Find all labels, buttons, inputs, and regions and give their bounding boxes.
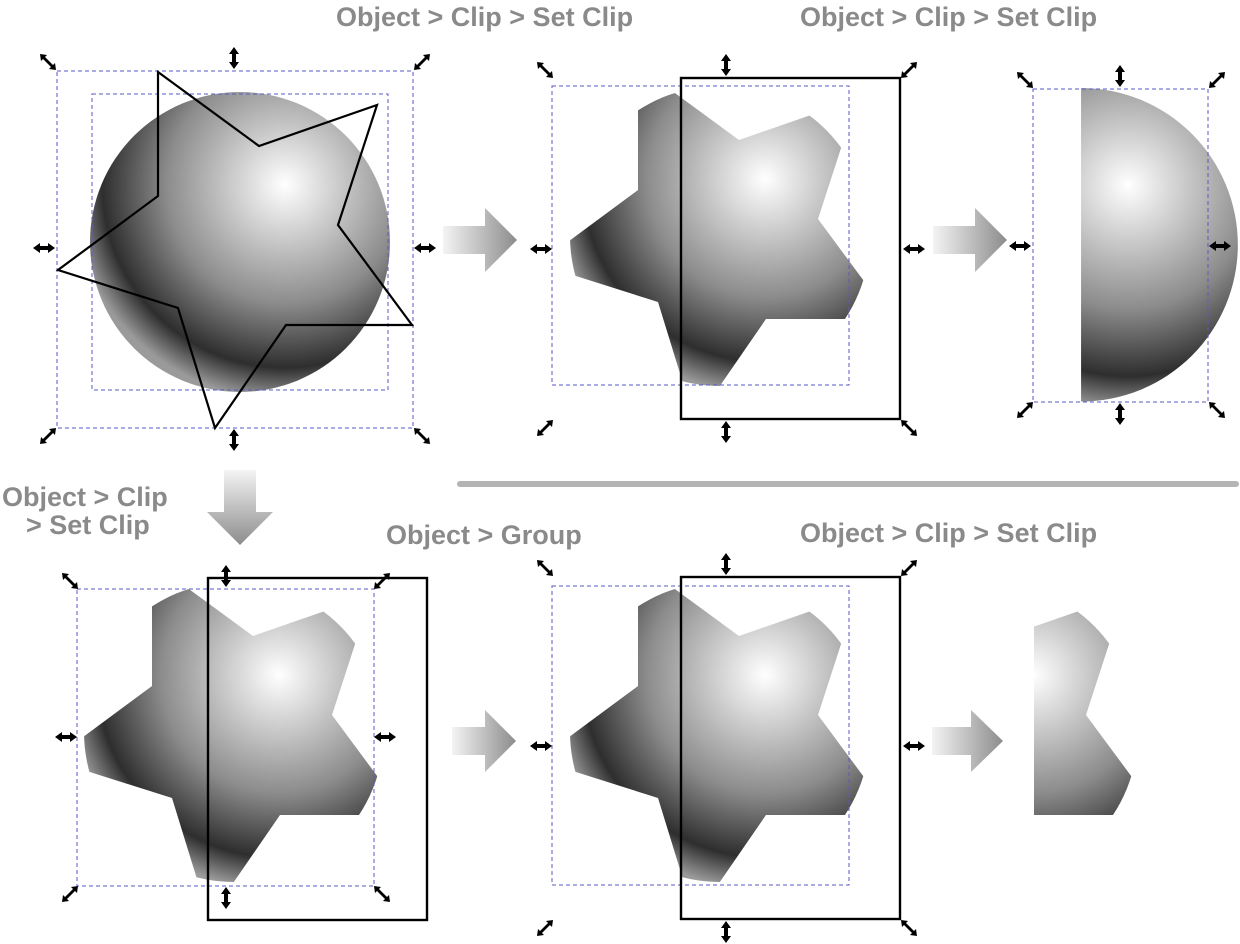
panel-clipped-star <box>530 54 925 443</box>
arrow-right-icon <box>452 710 516 772</box>
label-set-clip-3: Object > Clip > Set Clip <box>800 518 1098 548</box>
arrow-down-icon <box>207 470 273 545</box>
label-set-clip-2: Object > Clip > Set Clip <box>800 2 1098 32</box>
label-set-clip-down-line1: Object > Clip <box>2 482 168 512</box>
label-set-clip-down-line2: > Set Clip <box>26 510 150 540</box>
arrow-right-icon <box>933 208 1007 272</box>
arrow-right-icon <box>443 208 517 272</box>
panel-sphere-and-star <box>33 47 436 451</box>
panel-half-sphere <box>1009 65 1238 425</box>
arrow-right-icon <box>932 710 1003 772</box>
clip-rectangle <box>206 576 429 922</box>
panel-grouped <box>530 553 925 943</box>
clip-rectangle <box>679 76 902 421</box>
label-set-clip-1: Object > Clip > Set Clip <box>336 2 634 32</box>
clip-rectangle <box>679 575 902 921</box>
panel-blob-and-rect <box>55 565 429 922</box>
label-group: Object > Group <box>386 520 582 550</box>
